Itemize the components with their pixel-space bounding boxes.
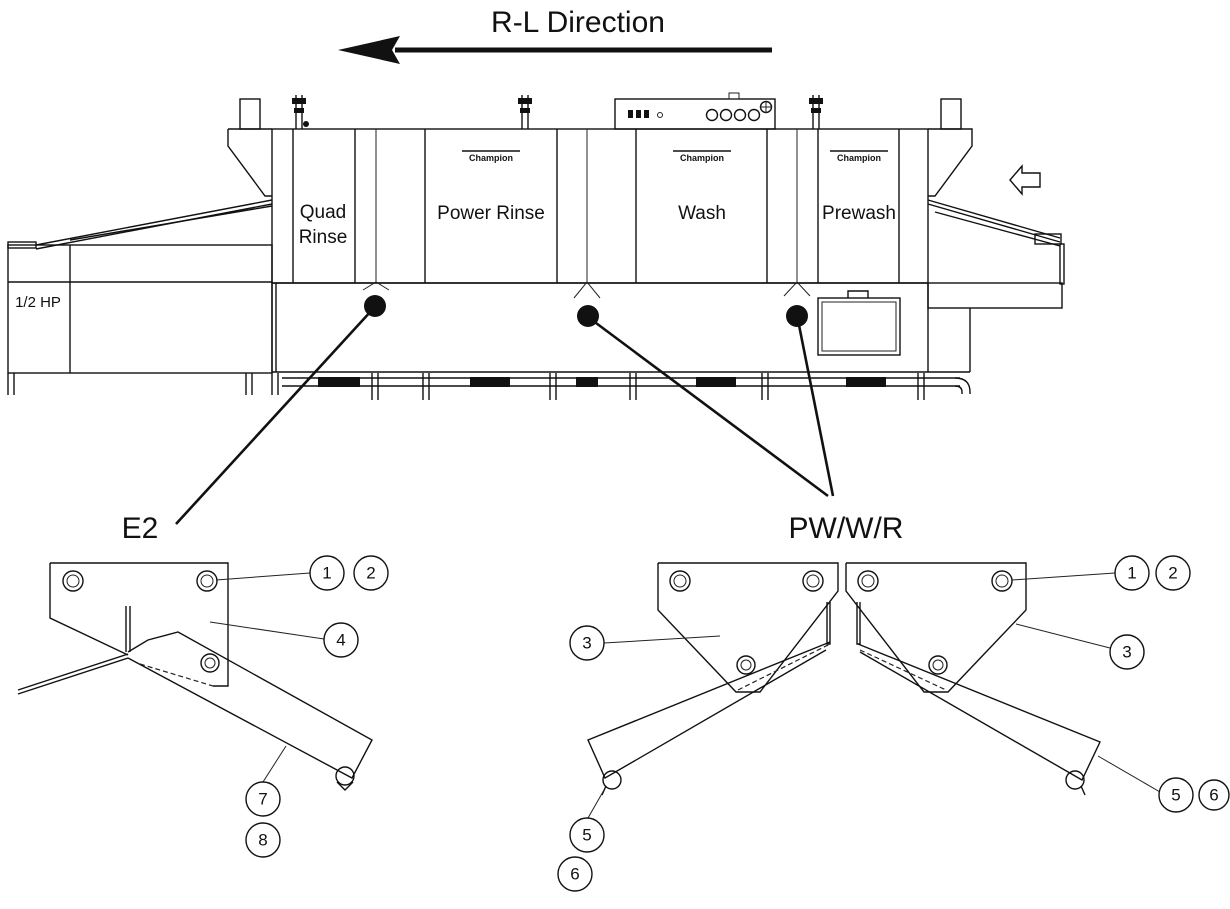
item-number: 3	[582, 634, 591, 653]
callout-label-e2: E2	[122, 512, 159, 545]
motor-label: 1/2 HP	[15, 294, 61, 311]
item-number: 1	[1127, 564, 1136, 583]
item-number: 6	[570, 865, 579, 884]
inspection-door	[817, 290, 901, 356]
section-label-rinse: Rinse	[299, 227, 348, 248]
item-number: 6	[1209, 786, 1218, 805]
section-label-power-rinse: Power Rinse	[437, 203, 545, 224]
item-number: 2	[1168, 564, 1177, 583]
callout-e2	[175, 295, 386, 525]
dishwasher-machine: Champion Champion Champion Quad Rinse Po…	[7, 92, 1065, 400]
plumbing	[282, 377, 971, 394]
direction-label: R-L Direction	[491, 6, 665, 39]
direction-arrow	[338, 36, 772, 64]
item-number: 1	[322, 564, 331, 583]
valve-icon	[518, 95, 532, 129]
nozzle-icon	[362, 272, 390, 291]
callout-pw-w-r	[577, 305, 835, 498]
control-panel	[614, 92, 776, 130]
section-label-quad: Quad	[300, 202, 346, 223]
svg-text:Champion: Champion	[837, 153, 881, 163]
svg-text:Champion: Champion	[469, 153, 513, 163]
item-balloons: 1 2 4 7 8 3 5 6 1 2 3 5 6	[209, 555, 1230, 892]
champion-logo: Champion	[830, 150, 888, 163]
item-number: 4	[336, 631, 345, 650]
champion-logo: Champion	[673, 150, 731, 163]
section-label-prewash: Prewash	[822, 203, 896, 224]
valve-icon	[292, 95, 309, 129]
detail-e2	[17, 562, 373, 791]
nozzle-icon	[573, 272, 601, 299]
item-number: 8	[258, 831, 267, 850]
detail-pw-left	[587, 562, 839, 796]
item-number: 3	[1122, 643, 1131, 662]
item-number: 5	[1171, 786, 1180, 805]
entry-arrow-icon	[1009, 164, 1041, 196]
nozzle-icon	[783, 272, 811, 297]
svg-text:Champion: Champion	[680, 153, 724, 163]
item-number: 7	[258, 790, 267, 809]
item-number: 2	[366, 564, 375, 583]
valve-icon	[809, 95, 823, 129]
champion-logo: Champion	[462, 150, 520, 163]
callout-label-pw-w-r: PW/W/R	[789, 512, 904, 545]
detail-pw-right	[845, 562, 1101, 796]
item-number: 5	[582, 826, 591, 845]
section-label-wash: Wash	[678, 203, 726, 224]
